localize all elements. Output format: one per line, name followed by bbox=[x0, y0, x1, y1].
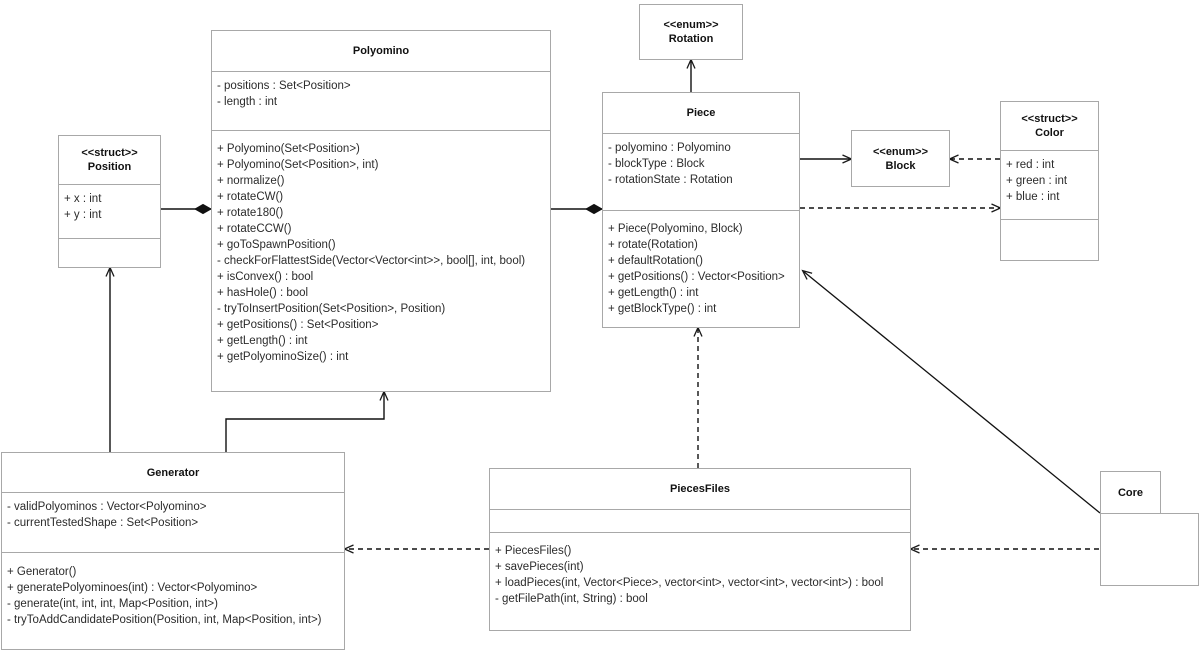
class-header-generator: Generator bbox=[2, 453, 344, 492]
attribute-row: - validPolyominos : Vector<Polyomino> bbox=[7, 501, 207, 513]
attribute-row: + y : int bbox=[64, 209, 102, 221]
compartment-divider bbox=[59, 238, 160, 239]
class-name-block: Block bbox=[885, 159, 916, 172]
attribute-row: + red : int bbox=[1006, 159, 1055, 171]
compartment-divider bbox=[490, 509, 910, 510]
class-name-position: Position bbox=[87, 161, 132, 173]
method-row: + getPolyominoSize() : int bbox=[217, 351, 349, 363]
class-box-position[interactable]: <<struct>> Position + x : int + y : int bbox=[58, 135, 161, 268]
class-stereotype-rotation: <<enum>> bbox=[663, 19, 719, 31]
method-row: + PiecesFiles() bbox=[495, 545, 572, 557]
class-box-color[interactable]: <<struct>> Color + red : int + green : i… bbox=[1000, 101, 1099, 261]
class-box-core-header[interactable]: Core bbox=[1100, 471, 1161, 514]
attribute-row: - positions : Set<Position> bbox=[217, 80, 351, 92]
attribute-row: + green : int bbox=[1006, 175, 1068, 187]
class-header-polyomino: Polyomino bbox=[212, 31, 550, 71]
attribute-row: - blockType : Block bbox=[608, 158, 705, 170]
class-attributes-generator: - validPolyominos : Vector<Polyomino> - … bbox=[2, 493, 344, 552]
method-row: + Piece(Polyomino, Block) bbox=[608, 223, 743, 235]
class-stereotype-block: <<enum>> bbox=[872, 145, 929, 158]
compartment-divider bbox=[1001, 219, 1098, 220]
class-attributes-position: + x : int + y : int bbox=[59, 185, 160, 238]
compartment-divider bbox=[603, 210, 799, 211]
method-row: + getBlockType() : int bbox=[608, 303, 717, 315]
class-name-color: Color bbox=[1035, 127, 1064, 139]
method-row: + savePieces(int) bbox=[495, 561, 584, 573]
class-header-position: <<struct>> Position bbox=[59, 136, 160, 184]
method-row: + getLength() : int bbox=[608, 287, 699, 299]
method-row: + isConvex() : bool bbox=[217, 271, 314, 283]
class-box-piece[interactable]: Piece - polyomino : Polyomino - blockTyp… bbox=[602, 92, 800, 328]
compartment-divider bbox=[490, 532, 910, 533]
class-methods-polyomino: + Polyomino(Set<Position>) + Polyomino(S… bbox=[212, 131, 550, 391]
class-name-polyomino: Polyomino bbox=[352, 45, 410, 57]
method-row: + rotateCW() bbox=[217, 191, 284, 203]
class-box-polyomino[interactable]: Polyomino - positions : Set<Position> - … bbox=[211, 30, 551, 392]
class-box-block[interactable]: <<enum>> Block bbox=[851, 130, 950, 187]
class-stereotype-position: <<struct>> bbox=[81, 147, 138, 159]
method-row: + normalize() bbox=[217, 175, 285, 187]
compartment-divider bbox=[59, 184, 160, 185]
class-attributes-piecesfiles bbox=[490, 510, 910, 532]
method-row: + getPositions() : Vector<Position> bbox=[608, 271, 785, 283]
method-row: + rotate180() bbox=[217, 207, 284, 219]
class-methods-piece: + Piece(Polyomino, Block) + rotate(Rotat… bbox=[603, 211, 799, 327]
class-header-piecesfiles: PiecesFiles bbox=[490, 469, 910, 509]
class-methods-generator: + Generator() + generatePolyominoes(int)… bbox=[2, 553, 344, 649]
method-row: - tryToAddCandidatePosition(Position, in… bbox=[7, 614, 322, 626]
class-box-generator[interactable]: Generator - validPolyominos : Vector<Pol… bbox=[1, 452, 345, 650]
method-row: - tryToInsertPosition(Set<Position>, Pos… bbox=[217, 303, 446, 315]
method-row: + rotate(Rotation) bbox=[608, 239, 698, 251]
class-header-block: <<enum>> Block bbox=[852, 131, 949, 186]
attribute-row: + blue : int bbox=[1006, 191, 1060, 203]
attribute-row: + x : int bbox=[64, 193, 102, 205]
method-row: + Polyomino(Set<Position>) bbox=[217, 143, 360, 155]
compartment-divider bbox=[2, 552, 344, 553]
class-header-rotation: <<enum>> Rotation bbox=[640, 5, 742, 59]
compartment-divider bbox=[212, 71, 550, 72]
attribute-row: - rotationState : Rotation bbox=[608, 174, 733, 186]
attribute-row: - length : int bbox=[217, 96, 278, 108]
compartment-divider bbox=[603, 133, 799, 134]
method-row: + rotateCCW() bbox=[217, 223, 292, 235]
method-row: + generatePolyominoes(int) : Vector<Poly… bbox=[7, 582, 258, 594]
class-methods-color bbox=[1001, 220, 1098, 260]
class-stereotype-color: <<struct>> bbox=[1021, 113, 1078, 125]
method-row: - generate(int, int, int, Map<Position, … bbox=[7, 598, 218, 610]
edge-generator-polyomino bbox=[225, 389, 389, 452]
class-box-rotation[interactable]: <<enum>> Rotation bbox=[639, 4, 743, 60]
class-name-core: Core bbox=[1117, 486, 1144, 499]
attribute-row: - currentTestedShape : Set<Position> bbox=[7, 517, 199, 529]
class-header-color: <<struct>> Color bbox=[1001, 102, 1098, 150]
class-attributes-color: + red : int + green : int + blue : int bbox=[1001, 151, 1098, 219]
compartment-divider bbox=[212, 130, 550, 131]
method-row: + Generator() bbox=[7, 566, 77, 578]
class-name-rotation: Rotation bbox=[668, 33, 714, 45]
method-row: + loadPieces(int, Vector<Piece>, vector<… bbox=[495, 577, 884, 589]
compartment-divider bbox=[1001, 150, 1098, 151]
class-methods-piecesfiles: + PiecesFiles() + savePieces(int) + load… bbox=[490, 533, 910, 630]
class-members-core bbox=[1101, 514, 1198, 585]
method-row: + Polyomino(Set<Position>, int) bbox=[217, 159, 379, 171]
class-name-generator: Generator bbox=[146, 466, 200, 479]
class-attributes-polyomino: - positions : Set<Position> - length : i… bbox=[212, 72, 550, 130]
class-header-core: Core bbox=[1101, 472, 1160, 513]
class-attributes-piece: - polyomino : Polyomino - blockType : Bl… bbox=[603, 134, 799, 210]
class-name-piecesfiles: PiecesFiles bbox=[670, 483, 730, 495]
method-row: + getPositions() : Set<Position> bbox=[217, 319, 379, 331]
class-box-core-body[interactable] bbox=[1100, 513, 1199, 586]
method-row: + goToSpawnPosition() bbox=[217, 239, 336, 251]
method-row: + defaultRotation() bbox=[608, 255, 703, 267]
class-name-piece: Piece bbox=[686, 107, 716, 119]
class-box-piecesfiles[interactable]: PiecesFiles + PiecesFiles() + savePieces… bbox=[489, 468, 911, 631]
method-row: - getFilePath(int, String) : bool bbox=[495, 593, 648, 605]
attribute-row: - polyomino : Polyomino bbox=[608, 142, 731, 154]
method-row: - checkForFlattestSide(Vector<Vector<int… bbox=[217, 255, 526, 267]
class-methods-position bbox=[59, 239, 160, 267]
method-row: + getLength() : int bbox=[217, 335, 308, 347]
compartment-divider bbox=[2, 492, 344, 493]
class-header-piece: Piece bbox=[603, 93, 799, 133]
method-row: + hasHole() : bool bbox=[217, 287, 309, 299]
